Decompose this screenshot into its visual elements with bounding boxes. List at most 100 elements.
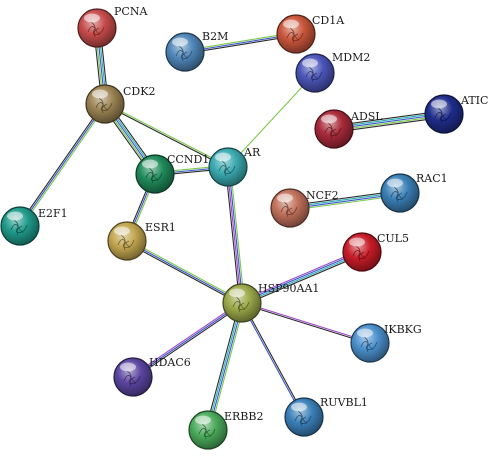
edge-evidence-line [133,303,244,379]
node-highlight [387,178,403,188]
protein-structure-icon [175,45,193,62]
node-highlight [291,402,307,412]
node-erbb2[interactable]: ERBB2 [188,410,263,450]
node-label-e2f1: E2F1 [38,207,68,220]
node-ncf2[interactable]: NCF2 [270,188,339,228]
node-hdac6[interactable]: HDAC6 [113,356,191,397]
node-hsp90aa1[interactable]: HSP90AA1 [222,282,319,323]
node-highlight [195,415,211,425]
protein-structure-icon [117,234,135,251]
protein-structure-icon [232,296,250,313]
protein-structure-icon [145,167,163,184]
edge-evidence-line [229,166,245,303]
node-ruvbl1[interactable]: RUVBL1 [284,396,368,437]
node-b2m[interactable]: B2M [165,30,228,72]
edge-evidence-line [105,102,229,167]
node-label-hsp90aa1: HSP90AA1 [258,282,319,295]
edge-hsp90aa1-ikbkg [241,301,371,345]
edge-hsp90aa1-ruvbl1 [240,302,306,418]
node-label-mdm2: MDM2 [332,51,370,64]
protein-structure-icon [218,160,236,177]
node-adsl[interactable]: ADSL [314,109,383,149]
node-label-hdac6: HDAC6 [149,356,191,369]
edge-evidence-line [104,104,228,169]
node-highlight [142,159,158,169]
edge-evidence-line [242,253,364,306]
edge-mdm2-ar [227,72,316,168]
node-label-esr1: ESR1 [145,221,176,234]
node-cd1a[interactable]: CD1A [276,14,345,54]
node-highlight [7,211,23,221]
node-cdk2[interactable]: CDK2 [85,84,155,124]
edge-hsp90aa1-hdac6 [131,301,244,379]
edge-cdk2-e2f1 [18,102,107,228]
edge-evidence-line [241,303,370,345]
node-ar[interactable]: AR [208,146,261,187]
node-highlight [114,226,130,236]
edge-evidence-line [226,167,242,304]
edge-evidence-line [20,104,107,228]
node-highlight [215,152,231,162]
node-label-cdk2: CDK2 [123,85,155,98]
edge-evidence-line [19,103,106,227]
edge-evidence-line [242,252,363,305]
edge-evidence-line [227,72,316,168]
protein-structure-icon [390,186,408,203]
node-esr1[interactable]: ESR1 [107,221,176,261]
edge-evidence-line [228,166,244,303]
edge-ar-hsp90aa1 [225,166,245,304]
edge-evidence-line [127,239,244,303]
node-label-ikbkg: IKBKG [384,323,422,336]
edge-evidence-line [242,302,306,417]
edge-evidence-line [205,302,241,430]
node-label-atic: ATIC [460,94,488,107]
node-label-ruvbl1: RUVBL1 [320,396,368,409]
protein-structure-icon [294,410,312,427]
node-cul5[interactable]: CUL5 [342,232,409,272]
node-highlight [92,89,108,99]
protein-structure-icon [123,370,141,387]
node-label-erbb2: ERBB2 [224,410,263,423]
node-highlight [431,99,447,109]
edge-evidence-line [131,301,242,377]
node-pcna[interactable]: PCNA [77,5,148,48]
node-ccnd1[interactable]: CCND1 [135,153,209,194]
node-highlight [84,13,100,23]
node-label-ncf2: NCF2 [306,189,339,202]
edge-hsp90aa1-erbb2 [205,302,245,431]
node-highlight [172,37,188,47]
edge-evidence-line [126,240,243,304]
node-highlight [302,58,318,68]
edge-cdk2-ar [104,102,229,169]
node-atic[interactable]: ATIC [424,94,488,134]
edge-evidence-line [242,301,371,343]
edge-evidence-line [241,250,362,303]
edge-esr1-hsp90aa1 [125,239,244,305]
edge-evidence-line [132,302,243,378]
node-highlight [229,288,245,298]
edge-cul5-hsp90aa1 [240,249,364,306]
node-highlight [277,193,293,203]
protein-structure-icon [434,107,452,124]
node-rac1[interactable]: RAC1 [380,172,448,213]
node-label-ccnd1: CCND1 [167,153,209,166]
protein-structure-icon [10,219,28,236]
node-label-cul5: CUL5 [377,232,409,245]
node-mdm2[interactable]: MDM2 [295,51,370,93]
node-highlight [321,114,337,124]
node-label-rac1: RAC1 [416,172,448,185]
protein-structure-icon [324,122,342,139]
edge-evidence-line [225,167,241,304]
edge-evidence-line [209,303,245,431]
node-label-pcna: PCNA [114,5,148,18]
edge-evidence-line [240,303,304,418]
node-ikbkg[interactable]: IKBKG [350,323,422,363]
node-e2f1[interactable]: E2F1 [0,206,68,246]
protein-structure-icon [305,66,323,83]
edge-evidence-line [208,303,244,431]
edge-evidence-line [206,302,242,430]
node-highlight [349,237,365,247]
